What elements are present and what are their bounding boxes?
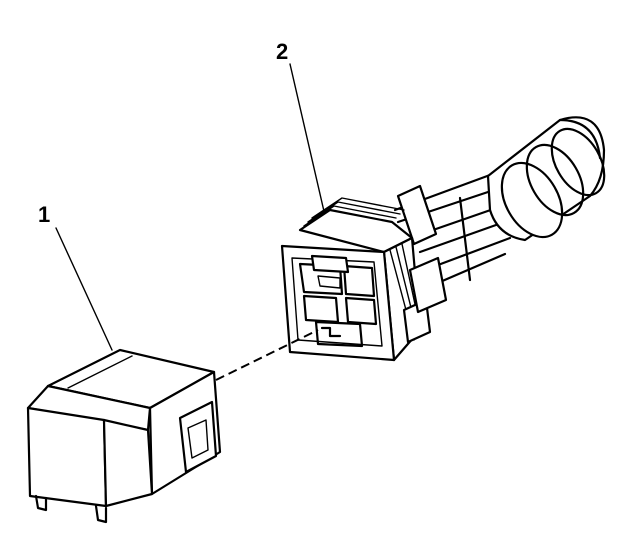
callout-2-label: 2 [276,39,288,64]
terminal-cavity [344,296,378,326]
callout-1-leader [55,227,113,351]
callout-1: 1 [38,202,113,351]
callout-2-leader [289,63,327,221]
terminal-cavity [314,320,364,348]
wire-harness [393,116,606,284]
callout-2: 2 [276,39,327,221]
terminal-cavity [342,264,376,298]
alignment-line [215,329,319,381]
relay [26,348,222,524]
relay-connector [280,197,448,362]
callout-1-label: 1 [38,202,50,227]
